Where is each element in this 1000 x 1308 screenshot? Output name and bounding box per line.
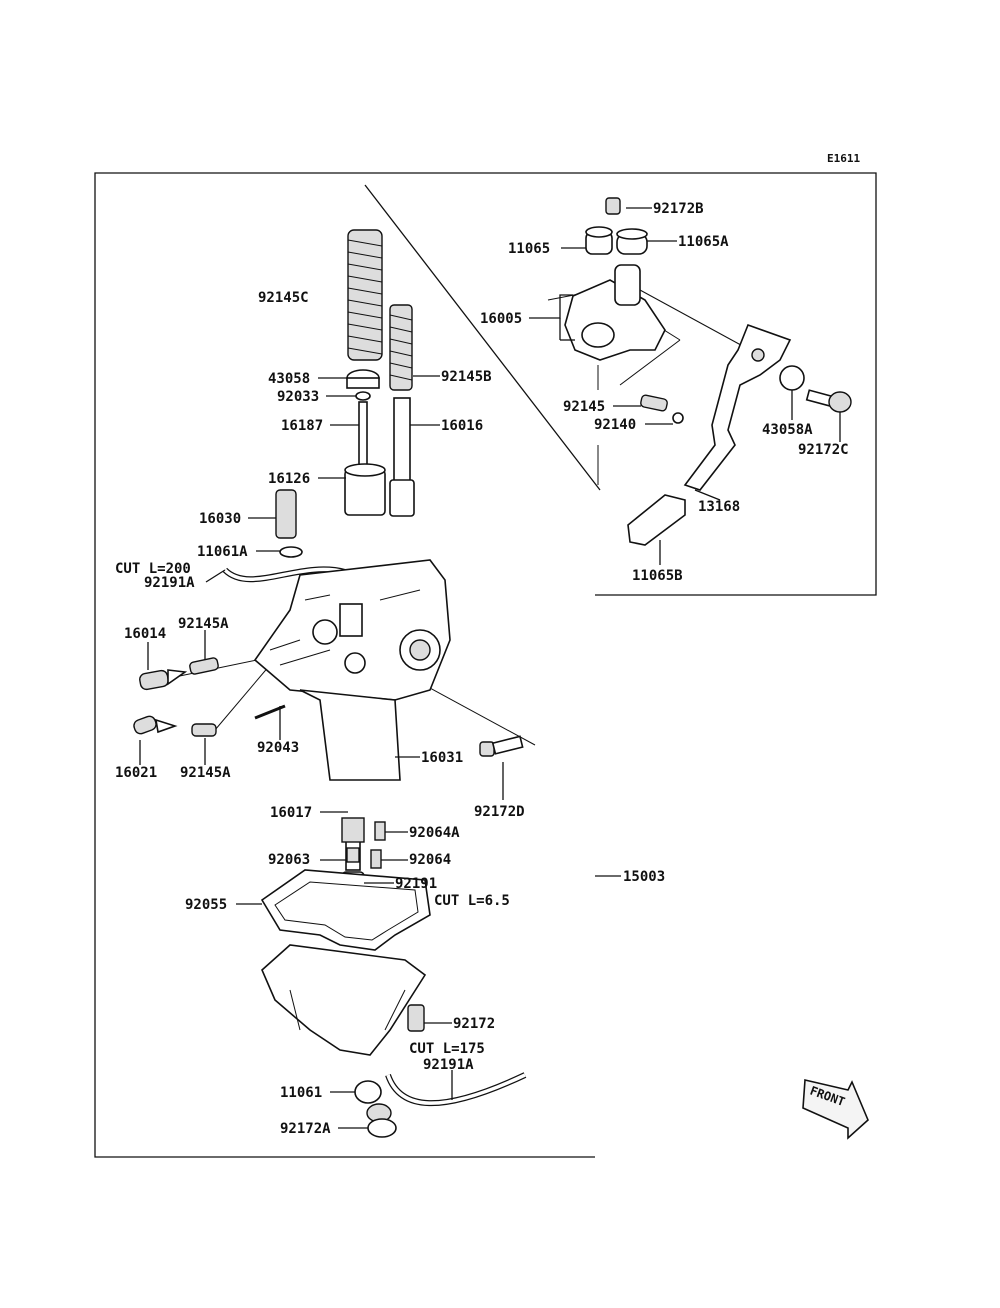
- label-92191a-top: 92191A: [144, 575, 195, 591]
- label-92064a: 92064A: [409, 825, 460, 841]
- label-16014: 16014: [124, 626, 166, 642]
- part-labels: 92172B 11065 11065A 16005 92145C 43058 9…: [115, 201, 849, 1137]
- label-43058: 43058: [268, 371, 310, 387]
- label-92172a: 92172A: [280, 1121, 331, 1137]
- label-43058a: 43058A: [762, 422, 813, 438]
- cap-11065b: [627, 494, 686, 546]
- label-92145c: 92145C: [258, 290, 309, 306]
- label-92172: 92172: [453, 1016, 495, 1032]
- label-16030: 16030: [199, 511, 241, 527]
- label-13168: 13168: [698, 499, 740, 515]
- label-92145a-bottom: 92145A: [180, 765, 231, 781]
- rod-16016: [393, 397, 411, 489]
- clip-92033: [355, 391, 371, 401]
- collar-43058a: [779, 365, 805, 391]
- label-92172c: 92172C: [798, 442, 849, 458]
- label-cut-6-5: CUT L=6.5: [434, 893, 510, 909]
- screw-16021: [133, 715, 178, 735]
- label-92145b: 92145B: [441, 369, 492, 385]
- label-92064: 92064: [409, 852, 451, 868]
- spring-92145: [640, 394, 668, 412]
- diagram-frame: [94, 172, 877, 1158]
- label-92145a-top: 92145A: [178, 616, 229, 632]
- label-11061a: 11061A: [197, 544, 248, 560]
- oring-11061: [354, 1080, 382, 1104]
- label-92140: 92140: [594, 417, 636, 433]
- label-92172b: 92172B: [653, 201, 704, 217]
- spring-92145a-top: [189, 657, 219, 675]
- spring-92145a-bottom: [191, 723, 217, 737]
- bolt-92172d: [479, 735, 524, 757]
- part-92063: [346, 847, 360, 863]
- cap-11065: [585, 226, 613, 255]
- label-92063: 92063: [268, 852, 310, 868]
- spring-92064a: [374, 821, 386, 841]
- label-92033: 92033: [277, 389, 319, 405]
- label-92191: 92191: [395, 876, 437, 892]
- screw-16014: [139, 669, 188, 691]
- lever-13168: [683, 323, 792, 491]
- label-11065b: 11065B: [632, 568, 683, 584]
- label-11061: 11061: [280, 1085, 322, 1101]
- label-16017: 16017: [270, 805, 312, 821]
- spring-92145b: [389, 304, 413, 391]
- front-direction-arrow: FRONT: [802, 1079, 869, 1140]
- cap-11065a: [616, 228, 648, 255]
- label-92191a-bottom: 92191A: [423, 1057, 474, 1073]
- label-11065: 11065: [508, 241, 550, 257]
- label-92043: 92043: [257, 740, 299, 756]
- label-92145: 92145: [563, 399, 605, 415]
- label-16126: 16126: [268, 471, 310, 487]
- label-16031: 16031: [421, 750, 463, 766]
- label-16016: 16016: [441, 418, 483, 434]
- fitting-16030: [275, 489, 303, 558]
- leader-lines: [139, 207, 841, 1129]
- spring-92145c: [347, 229, 383, 361]
- bolt-92172b: [605, 197, 621, 215]
- choke-16005: [564, 264, 666, 361]
- diagram-code: E1611: [827, 152, 860, 165]
- bolt-92172c: [805, 389, 852, 413]
- screw-92172: [407, 1004, 425, 1032]
- label-16005: 16005: [480, 311, 522, 327]
- needle-16187: [358, 401, 368, 473]
- carburetor-body: [253, 559, 451, 781]
- label-11065a: 11065A: [678, 234, 729, 250]
- label-cut-200: CUT L=200: [115, 561, 191, 577]
- ball-92140: [672, 412, 684, 424]
- label-cut-175: CUT L=175: [409, 1041, 485, 1057]
- cap-43058: [346, 369, 380, 389]
- float-bowl: [261, 944, 427, 1056]
- plug-92172a: [366, 1103, 397, 1138]
- label-16021: 16021: [115, 765, 157, 781]
- label-15003: 15003: [623, 869, 665, 885]
- label-92172d: 92172D: [474, 804, 525, 820]
- spring-92064: [370, 849, 382, 869]
- label-16187: 16187: [281, 418, 323, 434]
- label-92055: 92055: [185, 897, 227, 913]
- throttle-valve-16126: [344, 463, 415, 517]
